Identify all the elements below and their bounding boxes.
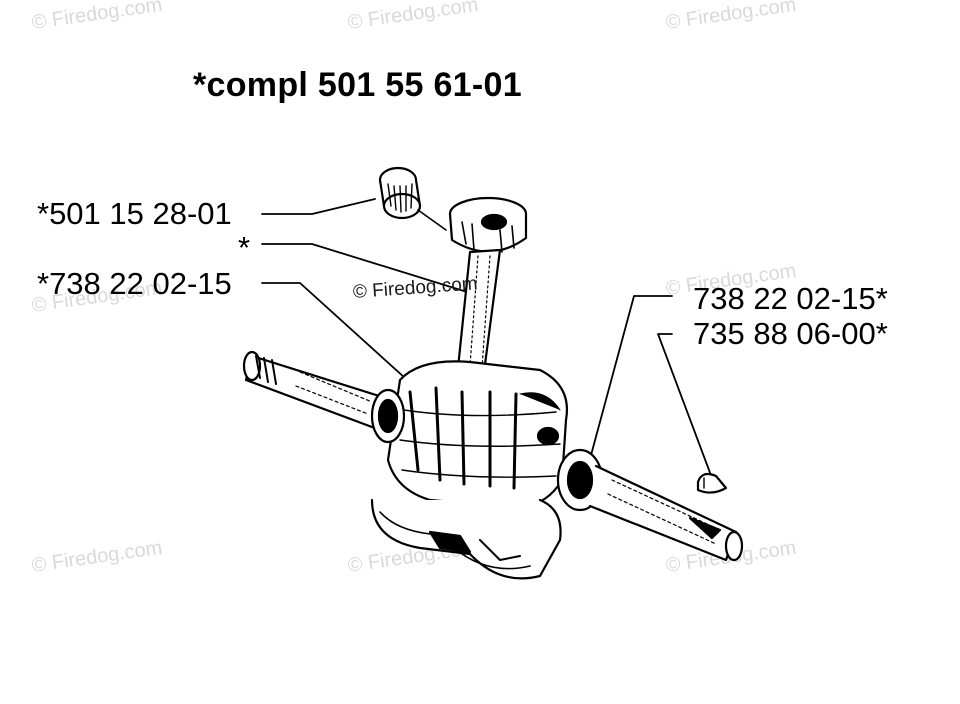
part-number-bearing-top: *501 15 28-01	[37, 196, 232, 231]
part-number-bearing-left: *738 22 02-15	[37, 266, 232, 301]
part-marker-star: *	[238, 230, 251, 265]
part-number-bearing-right: 738 22 02-15*	[693, 281, 888, 316]
needle-bearing-icon	[378, 166, 447, 231]
part-number-key: 735 88 06-00*	[693, 316, 888, 351]
leader-lines	[261, 198, 713, 479]
leader-bearing-top	[261, 198, 376, 215]
con-rod-small-end	[448, 196, 528, 253]
leader-key	[657, 333, 713, 479]
crank-webs	[386, 360, 568, 510]
woodruff-key-icon	[696, 472, 728, 494]
con-rod-shank	[456, 248, 502, 374]
leader-bearing-left	[261, 282, 406, 379]
right-shaft	[556, 448, 744, 562]
counterweights	[370, 498, 562, 580]
leader-star	[261, 243, 481, 297]
assembly-title: *compl 501 55 61-01	[193, 66, 522, 104]
leader-bearing-right	[586, 295, 673, 471]
left-shaft	[242, 350, 406, 444]
